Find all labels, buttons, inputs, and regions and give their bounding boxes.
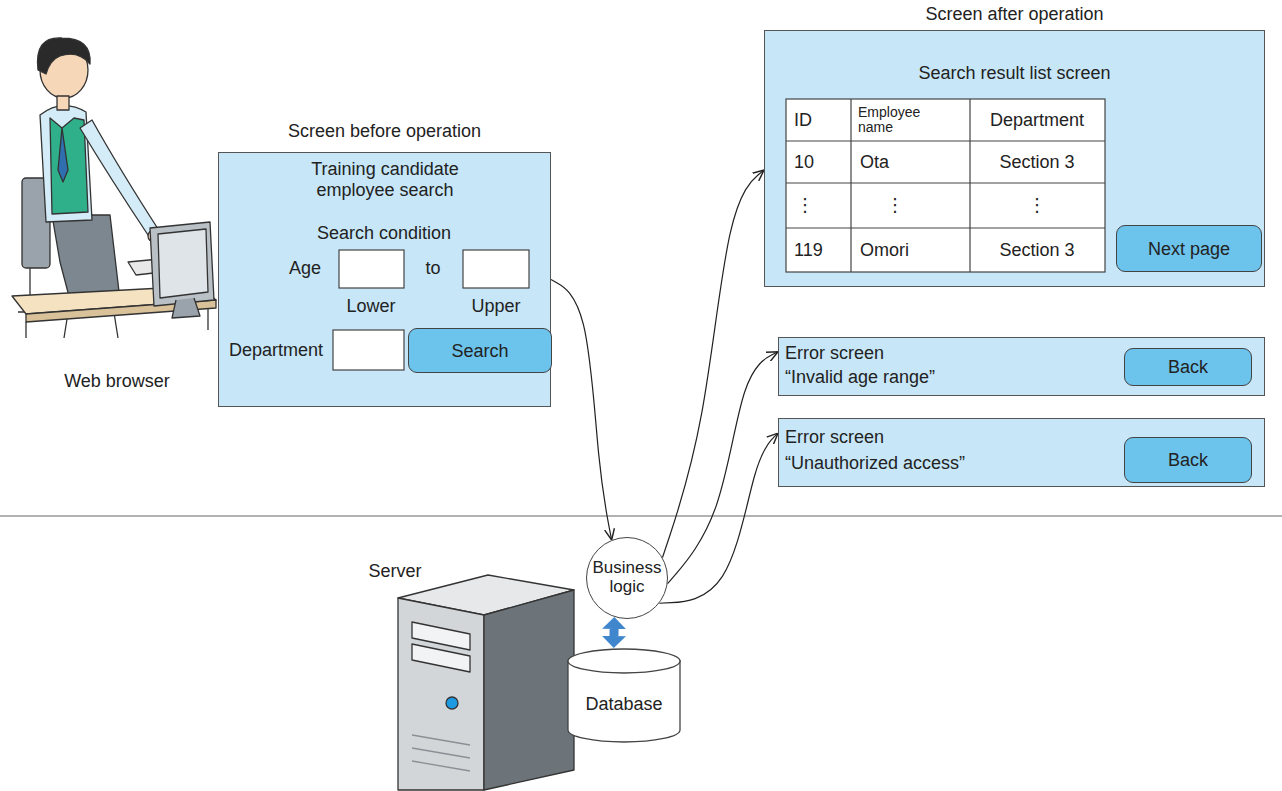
node-text: Next page [1117,238,1261,259]
table-cell: Section 3 [999,240,1074,261]
table-cell: 119 [794,240,823,261]
data-access-arrow [609,629,618,636]
back-button: Back [1124,348,1252,386]
form-label: Lower [346,296,395,317]
table-cell: ⋮ [886,195,904,216]
server-illustration [398,575,574,790]
table-cell: Omori [860,240,909,261]
error-screen: Error screen “Unauthorized access” Back [778,418,1265,487]
user-illustration [12,38,216,338]
table-cell: 10 [794,152,814,173]
database-cylinder: Database [567,648,681,742]
form-label: Search condition [317,223,451,244]
node-text: Back [1125,450,1251,471]
form-label: Department [229,340,323,361]
back-button: Back [1124,437,1252,483]
node-text: “Invalid age range” [785,367,935,388]
node-text: Error screen [785,343,884,364]
node-text: Search result list screen [765,63,1264,84]
search-button: Search [408,328,552,373]
input-fields [333,250,529,370]
result-table [786,99,1105,272]
node-text: Search [409,340,551,361]
node-text: Error screen [785,427,884,448]
node-text: Database [567,694,681,715]
next-page-button: Next page [1116,225,1262,272]
node-text: Screen after operation [765,4,1264,25]
node-text: Training candidate employee search [285,159,485,200]
error-screen: Error screen “Invalid age range” Back [778,337,1265,396]
device-label: Server [368,561,421,582]
table-cell: Ota [860,152,889,173]
form-label: Age [289,258,321,279]
process-circle: Business logic [586,537,668,619]
table-cell: ⋮ [796,195,814,216]
device-label: Web browser [64,371,170,392]
node-text: Screen before operation [199,121,570,142]
separator-line [0,515,1282,516]
node-text: Business logic [589,559,665,596]
table-cell: Employee name [858,105,938,134]
cylinder-top [568,649,680,673]
node-text: Back [1125,357,1251,378]
table-cell: ⋮ [1028,195,1046,216]
form-label: Upper [471,296,520,317]
table-cell: ID [794,110,812,131]
table-cell: Department [990,110,1084,131]
flow-arrow [659,433,778,603]
form-label: to [425,258,440,279]
node-text: “Unauthorized access” [785,453,965,474]
flow-arrow [668,352,778,584]
table-cell: Section 3 [999,152,1074,173]
flow-arrow [551,280,612,540]
